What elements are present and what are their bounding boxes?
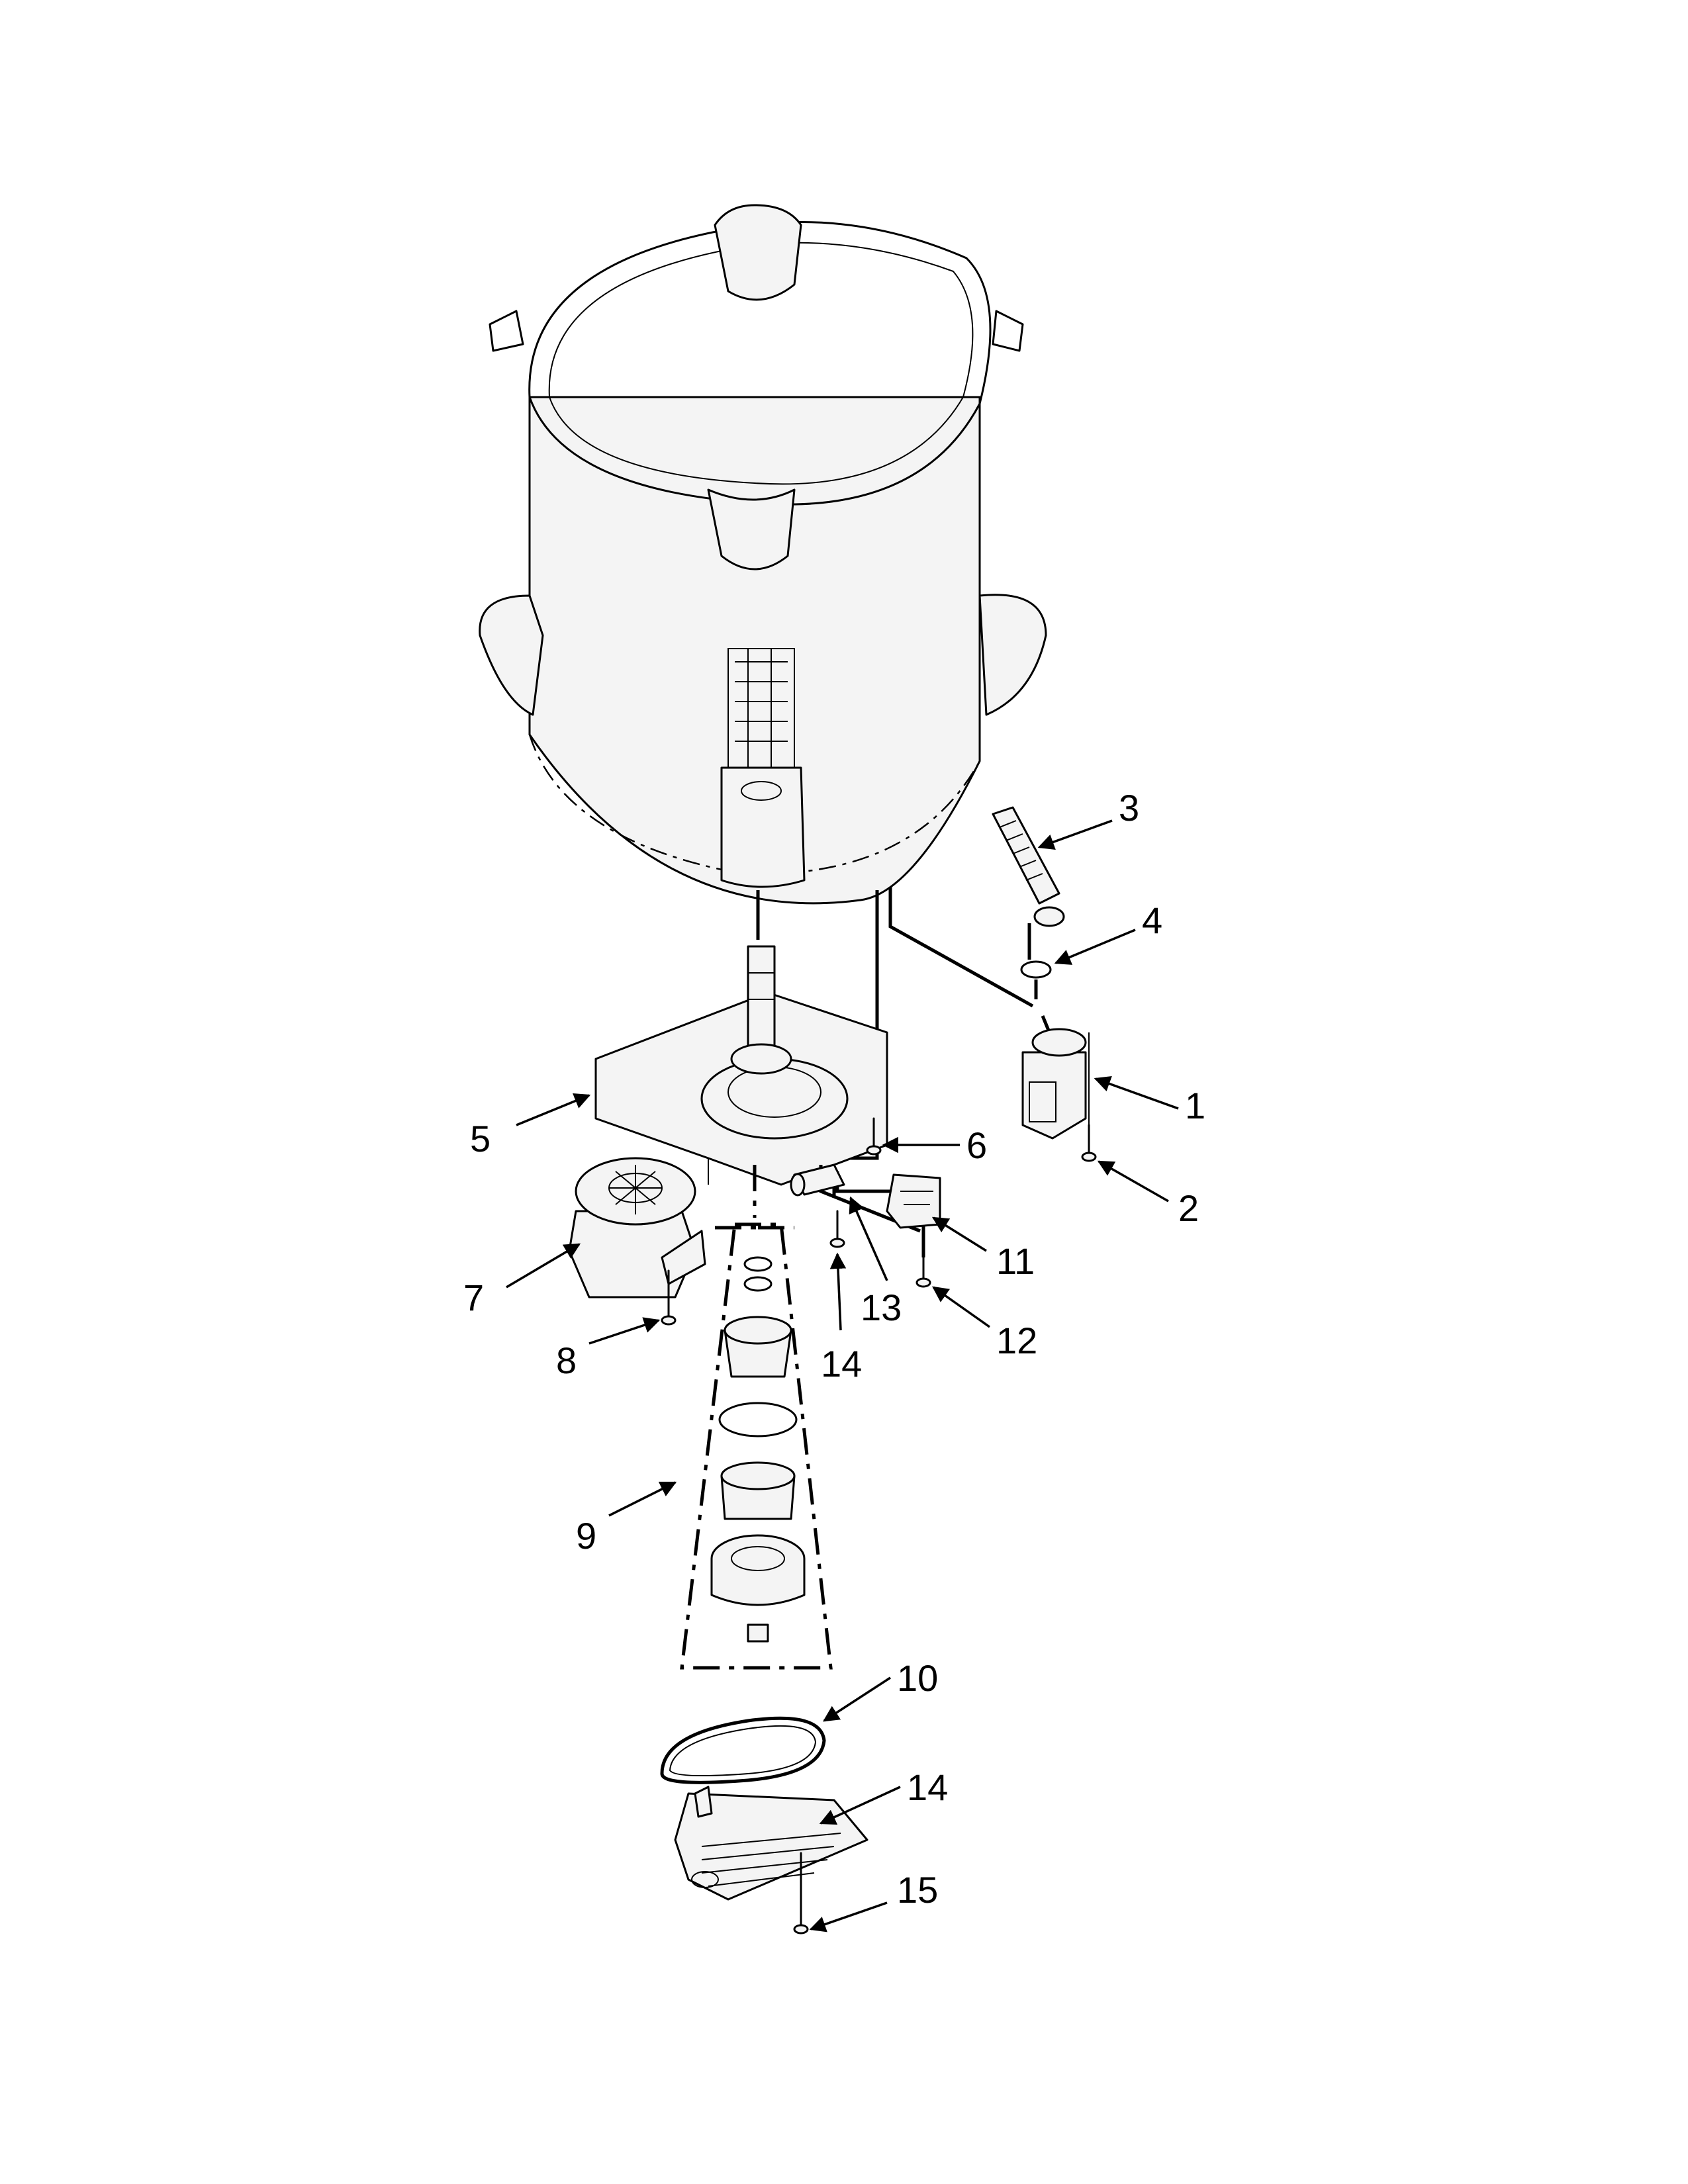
callout-10: 10 xyxy=(897,1657,938,1699)
callout-5: 5 xyxy=(470,1118,491,1160)
callout-arrows xyxy=(506,819,1179,1933)
drive-motor xyxy=(568,1157,706,1298)
callout-7: 7 xyxy=(463,1277,484,1318)
callout-3: 3 xyxy=(1119,787,1139,829)
drive-belt xyxy=(660,1716,826,1784)
callout-4: 4 xyxy=(1142,899,1162,941)
callout-15: 14 xyxy=(907,1766,948,1808)
callout-11: 11 xyxy=(996,1240,1035,1282)
callout-1: 1 xyxy=(1185,1085,1205,1126)
pulley-assembly xyxy=(680,1165,833,1670)
belt-shield xyxy=(674,1786,868,1901)
drain-hose xyxy=(992,806,1065,927)
wash-tub xyxy=(479,204,1047,905)
shifter-assembly xyxy=(886,1173,941,1229)
callout-8: 8 xyxy=(556,1340,577,1381)
motor-screw xyxy=(661,1269,677,1326)
callout-13: 13 xyxy=(861,1287,902,1328)
platform-screw xyxy=(866,1117,882,1156)
pump-screw xyxy=(1081,1124,1097,1162)
callout-14-upper: 14 xyxy=(821,1343,862,1385)
shifter-screw xyxy=(915,1256,931,1288)
tub-drain-grating xyxy=(720,648,806,888)
callout-labels: 1 2 3 4 5 6 7 8 9 10 11 12 13 14 14 15 xyxy=(463,787,1205,1911)
callout-14-lower: 15 xyxy=(897,1869,938,1911)
drain-pump xyxy=(1021,1028,1090,1140)
gearcase-platform xyxy=(594,945,888,1186)
callout-9: 9 xyxy=(576,1515,596,1557)
callout-2: 2 xyxy=(1178,1187,1199,1229)
shield-screw xyxy=(793,1852,809,1934)
callout-12: 12 xyxy=(996,1320,1037,1361)
hose-clamp xyxy=(1020,960,1052,979)
capacitor-screw xyxy=(829,1210,845,1248)
capacitor xyxy=(790,1163,845,1197)
callout-6: 6 xyxy=(966,1124,987,1166)
